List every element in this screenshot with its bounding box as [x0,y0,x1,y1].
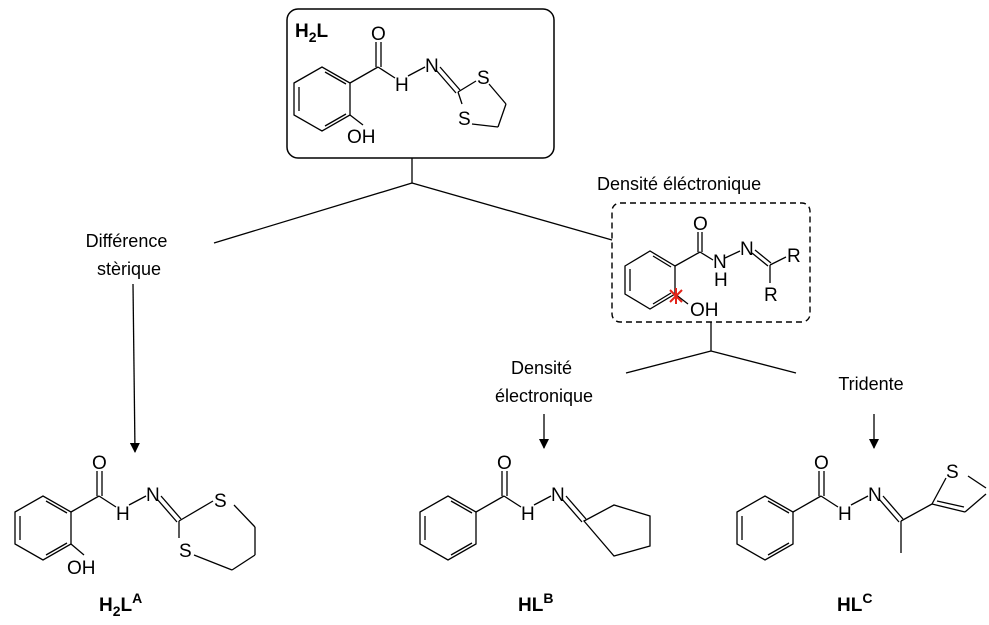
atom-h: H [521,504,535,525]
compound-h2l-name: H2L [295,21,329,45]
sub-tree-connectors [625,322,797,374]
atom-o: O [497,453,512,474]
label-tridentate: Tridente [838,374,903,394]
atom-s: S [477,68,490,89]
red-mark [669,288,683,304]
atom-o: O [371,24,386,45]
atom-oh: OH [347,127,376,148]
atom-n: N [868,485,882,506]
atom-h: H [116,504,130,525]
compound-hlb: O N H HLB [419,453,651,616]
atom-h: H [714,270,728,291]
label-electronic-density-bottom: Densité électronique [495,358,593,406]
atom-n: N [740,239,754,260]
atom-n: N [551,485,565,506]
atom-h: H [395,75,409,96]
compound-core-structure [624,232,787,310]
compound-h2l-frame [286,8,555,159]
atom-n: N [425,56,439,77]
compound-h2l: H2L O N H S S [286,8,555,159]
label-steric-difference: Différence stèrique [86,231,173,279]
atom-s: S [946,462,959,483]
atom-r: R [764,285,778,306]
atom-n: N [713,252,727,273]
atom-r: R [787,246,801,267]
compound-hlc-name: HLC [837,590,872,616]
compound-h2la-name: H2LA [99,590,142,619]
compound-hlb-name: HLB [518,590,553,616]
atom-s: S [214,491,227,512]
atom-s: S [179,541,192,562]
atom-n: N [146,485,160,506]
compound-h2l-structure [293,42,507,132]
atom-oh: OH [690,300,719,321]
atom-o: O [814,453,829,474]
compound-hlc: O N H S HLC [736,453,987,616]
atom-oh: OH [67,558,96,579]
atom-s: S [458,109,471,130]
tree-connectors [213,158,613,244]
compound-h2la-structure [14,471,256,571]
label-electronic-density-top: Densité éléctronique [597,174,761,194]
compound-hlb-structure [419,471,651,561]
atom-o: O [92,453,107,474]
compound-h2la: O N H S S OH H2LA [14,453,256,619]
compound-core: O N H N R R OH [611,202,811,323]
atom-o: O [693,214,708,235]
arrow-to-h2la [129,283,140,453]
atom-h: H [838,504,852,525]
compound-hlc-structure [736,471,987,561]
